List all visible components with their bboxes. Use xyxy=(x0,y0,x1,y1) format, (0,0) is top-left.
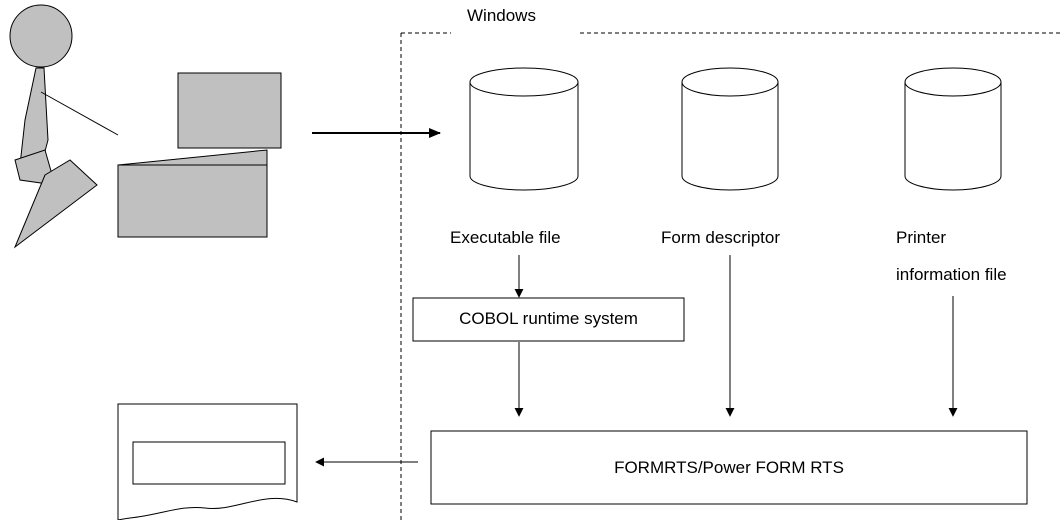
cobol-runtime-label: COBOL runtime system xyxy=(459,309,638,328)
windows-boundary xyxy=(400,32,1060,520)
printer-info-label-line2: information file xyxy=(896,265,1007,284)
printer-info-label-line1: Printer xyxy=(896,228,947,247)
user-figure-icon xyxy=(9,4,119,249)
formrts-label: FORMRTS/Power FORM RTS xyxy=(614,458,844,477)
executable-file-icon xyxy=(469,67,579,191)
cobol-runtime-box xyxy=(412,297,685,342)
windows-region-label: Windows xyxy=(459,6,544,26)
printed-form-icon xyxy=(117,403,298,520)
executable-file-label: Executable file xyxy=(450,228,561,247)
computer-icon xyxy=(117,72,282,238)
form-descriptor-icon xyxy=(681,67,779,191)
formrts-box xyxy=(430,430,1028,505)
form-descriptor-label: Form descriptor xyxy=(661,228,781,247)
printer-information-file-icon xyxy=(904,67,1002,191)
